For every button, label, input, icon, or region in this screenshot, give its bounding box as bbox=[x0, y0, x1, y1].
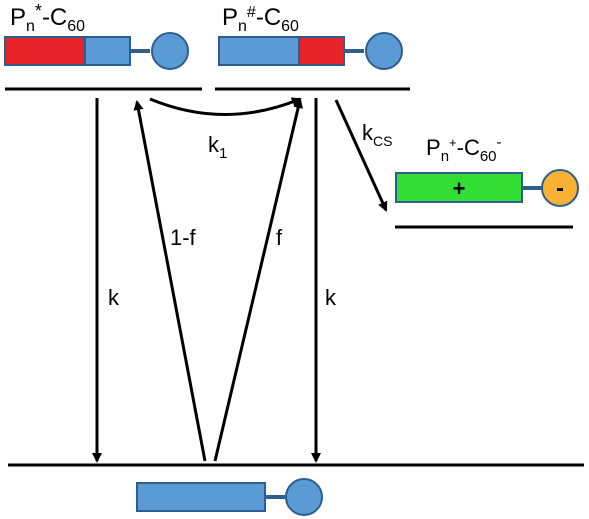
label-f: f bbox=[276, 225, 283, 250]
molecule-excited bbox=[4, 32, 189, 70]
molecule-excited-c60 bbox=[151, 32, 189, 70]
label-k1: k1 bbox=[208, 132, 227, 162]
plus-charge-label: + bbox=[453, 176, 466, 201]
label-k-left: k bbox=[108, 285, 120, 310]
label-relaxed-state: Pn#-C60 bbox=[222, 4, 299, 35]
label-kcs: kCS bbox=[362, 120, 392, 149]
molecule-relaxed bbox=[218, 32, 403, 70]
arrow-k1-relaxation bbox=[149, 97, 302, 116]
molecule-ground-blue-segment bbox=[136, 482, 266, 512]
label-charge-separated-state: Pn+-C60- bbox=[426, 134, 502, 165]
label-k-right: k bbox=[325, 285, 337, 310]
molecule-relaxed-blue-segment bbox=[218, 36, 300, 66]
molecule-excited-blue-segment bbox=[84, 36, 131, 66]
molecule-charge-separated: + - bbox=[395, 169, 579, 207]
molecule-cs-green-segment bbox=[395, 172, 523, 203]
arrow-kcs-charge-separation bbox=[334, 99, 388, 212]
molecule-relaxed-red-segment bbox=[298, 36, 345, 66]
molecule-ground bbox=[136, 478, 323, 516]
label-1-f: 1-f bbox=[170, 225, 197, 250]
molecule-ground-c60 bbox=[285, 478, 323, 516]
label-excited-state: Pn*-C60 bbox=[10, 1, 85, 35]
molecule-relaxed-c60 bbox=[365, 32, 403, 70]
arrow-1-f-excitation bbox=[133, 100, 207, 462]
minus-charge-label: - bbox=[556, 175, 564, 202]
molecule-cs-c60-anion bbox=[541, 169, 579, 207]
molecule-excited-red-segment bbox=[4, 36, 86, 66]
arrow-f-excitation bbox=[213, 98, 304, 462]
